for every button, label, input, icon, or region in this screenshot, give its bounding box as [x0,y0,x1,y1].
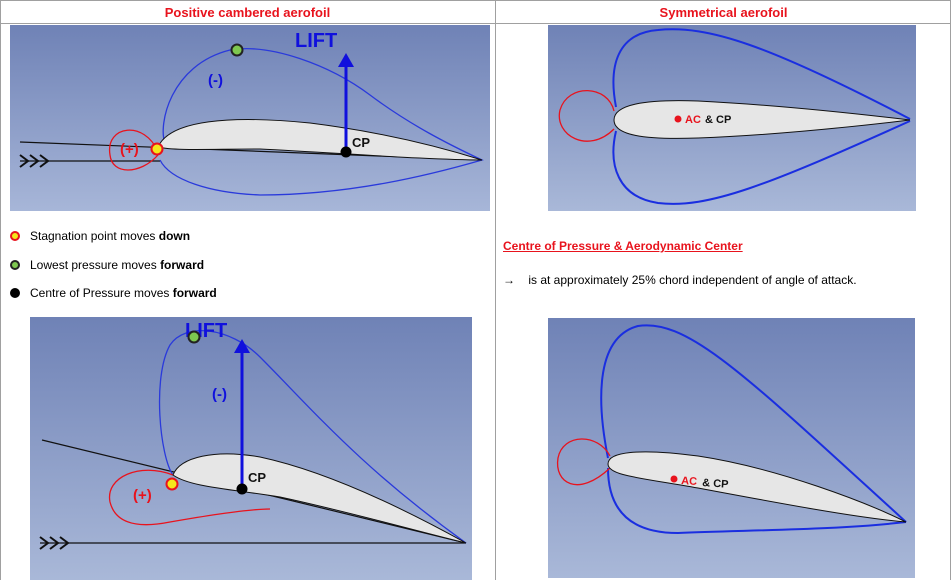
centre-of-pressure-marker [340,146,352,158]
diagram-cambered-low-aoa: LIFT (-) (+) CP [10,25,490,211]
diagram-symmetrical-zero-aoa: AC & CP [548,25,916,211]
cp-label: CP [352,135,370,150]
lowest-pressure-marker [187,330,201,344]
diagram-cambered-high-aoa: LIFT (-) (+) CP [30,317,472,580]
table-left-border [0,0,1,580]
minus-label: (-) [208,72,223,89]
stagnation-point-marker [165,477,179,491]
table-column-divider [495,0,496,580]
diagram-symmetrical-high-aoa: AC & CP [548,318,915,578]
section-title: Centre of Pressure & Aerodynamic Center [503,239,743,253]
plus-label: (+) [120,141,139,158]
cp-label: CP [248,470,266,485]
header-symmetrical: Symmetrical aerofoil [659,5,788,20]
table-right-border [950,0,951,580]
stagnation-point-marker [150,142,164,156]
legend-lowest-pressure: Lowest pressure moves forward [10,258,204,272]
minus-label: (-) [212,386,227,403]
ac-label: AC [681,475,698,488]
centre-of-pressure-marker [236,483,248,495]
table-header-row [0,0,951,24]
cp-dot-icon [10,288,20,298]
airflow-arrows [19,154,50,168]
ac-marker [670,475,678,483]
lift-label: LIFT [295,30,337,52]
ac-label: AC [685,114,701,126]
ac-marker [674,115,682,123]
airflow-arrows [39,536,70,550]
amp-cp-label: & CP [702,477,729,491]
lowest-pressure-dot-icon [10,260,20,270]
lowest-pressure-marker [230,43,244,57]
legend-centre-pressure: Centre of Pressure moves forward [10,286,217,300]
legend-stagnation: Stagnation point moves down [10,229,190,243]
plus-label: (+) [133,487,152,504]
header-positive-cambered: Positive cambered aerofoil [164,5,331,20]
amp-cp-label: & CP [705,114,731,126]
stagnation-dot-icon [10,231,20,241]
arrow-right-icon: → [503,273,515,287]
section-body: → is at approximately 25% chord independ… [503,273,857,287]
